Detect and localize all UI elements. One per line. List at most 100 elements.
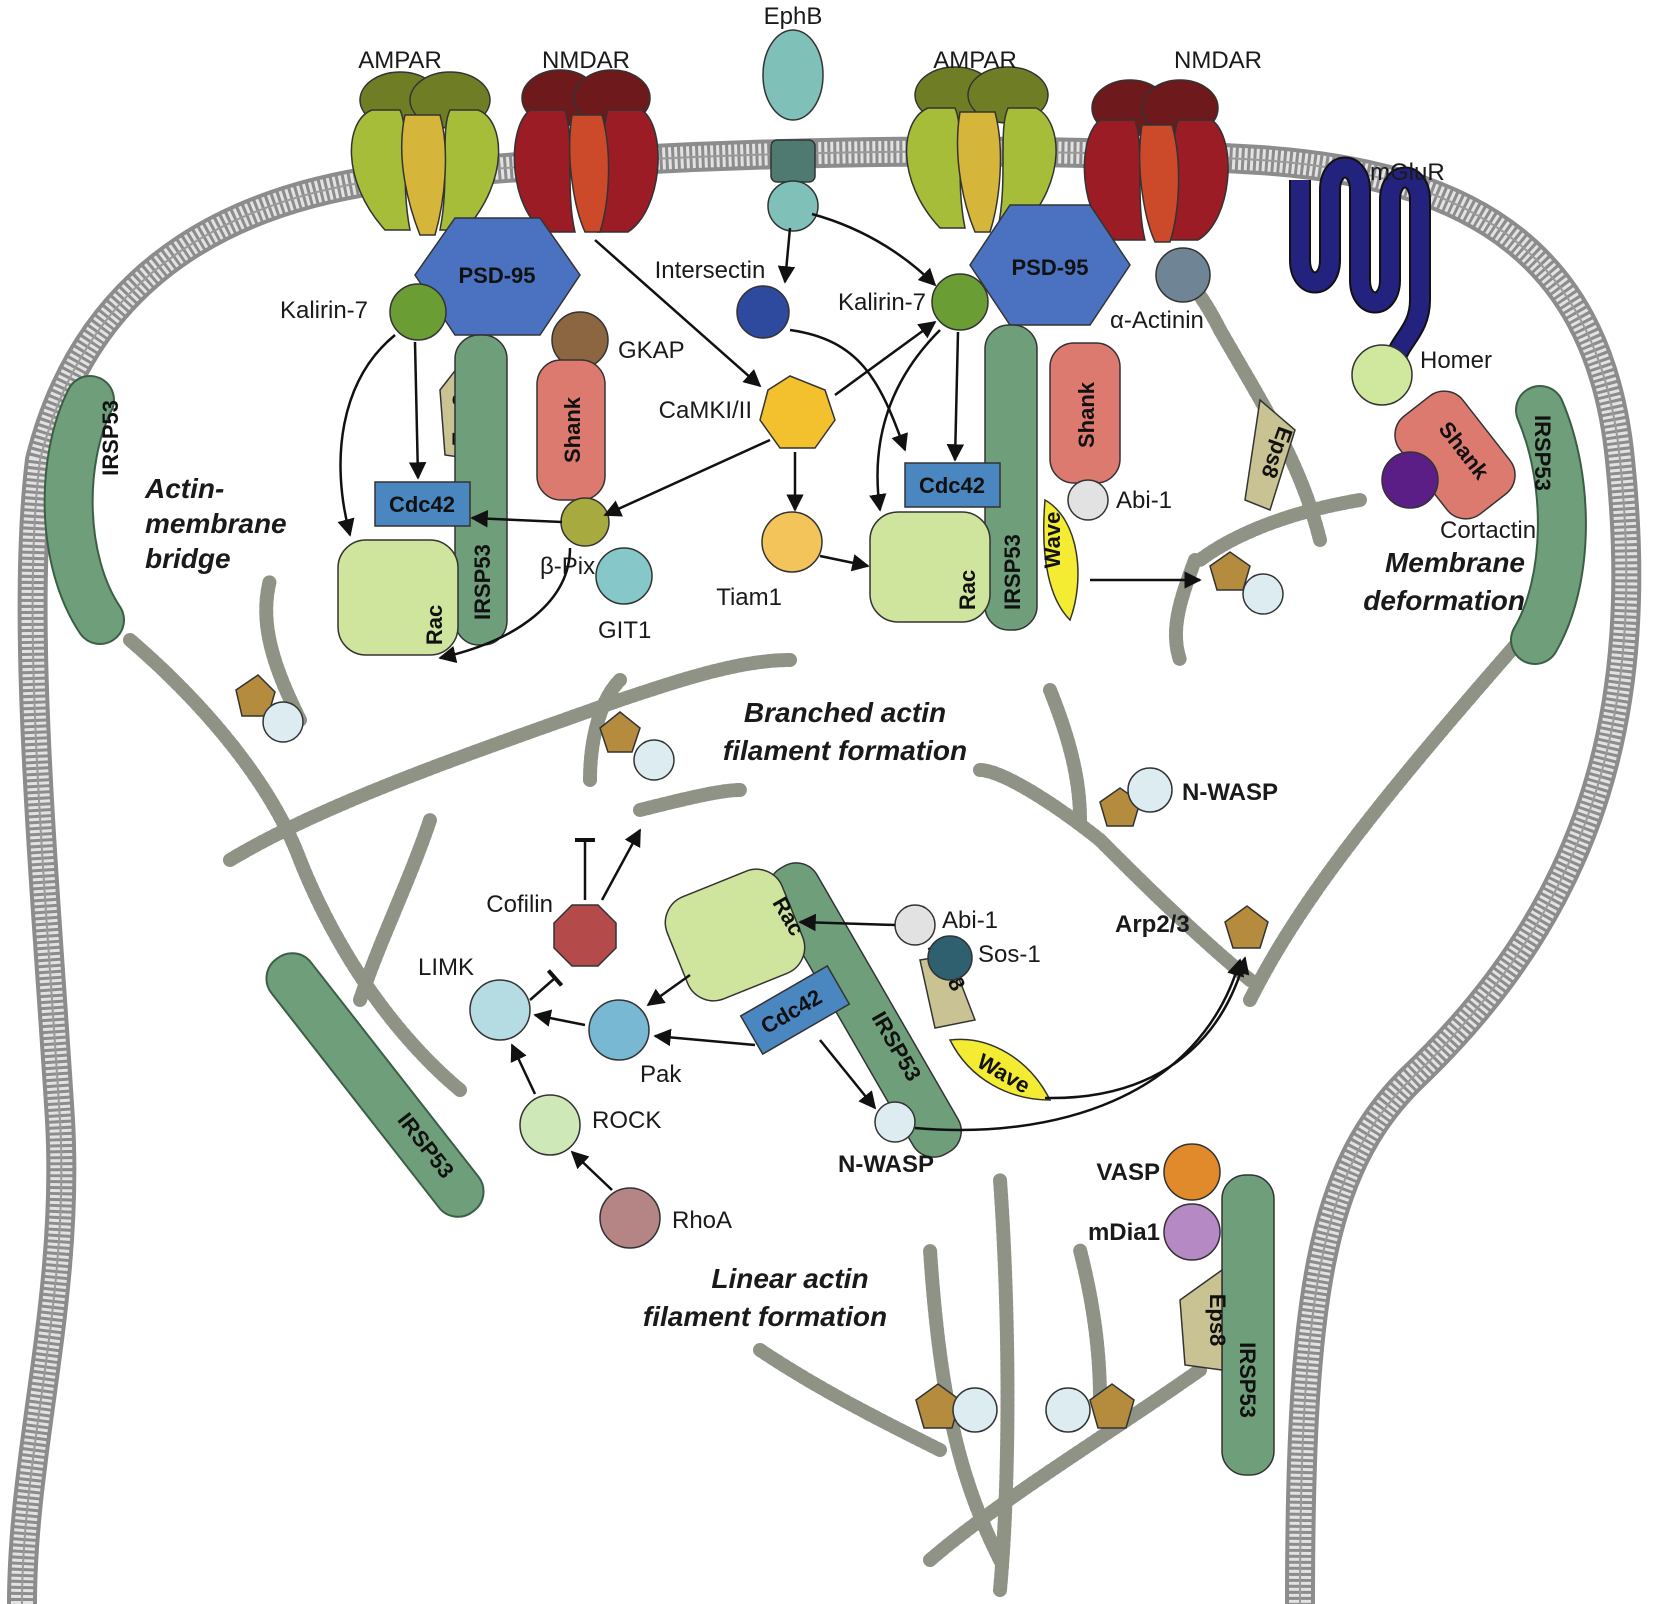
shank-label: Shank — [560, 396, 585, 463]
nwasp-label: N-WASP — [1182, 779, 1278, 806]
arrow — [789, 328, 908, 452]
psd95-label: PSD-95 — [1011, 255, 1088, 280]
shank-mglur: Shank — [1394, 390, 1516, 520]
gkap-label: GKAP — [618, 337, 685, 364]
nmdar-label: NMDAR — [542, 47, 630, 74]
intersectin-label: Intersectin — [655, 257, 766, 284]
eps8-label: Eps8 — [1205, 1294, 1230, 1347]
arp23-label: Arp2/3 — [1115, 911, 1190, 938]
homer-label: Homer — [1420, 347, 1492, 374]
shank-left: Shank — [536, 359, 606, 501]
kalirin7-label: Kalirin-7 — [838, 289, 926, 316]
cdc42-label: Cdc42 — [919, 473, 985, 498]
kalirin7-right: Kalirin-7 — [838, 273, 989, 331]
actin-filament — [1193, 493, 1367, 567]
irsp53-label: IRSP53 — [1235, 1342, 1260, 1418]
arrow — [798, 913, 896, 932]
arp23-nwasp-pair — [235, 674, 304, 743]
arrow — [653, 1028, 756, 1047]
psd95-label: PSD-95 — [458, 263, 535, 288]
irsp53-label: IRSP53 — [1530, 415, 1555, 491]
irsp53-right-bar: IRSP53 — [1510, 385, 1587, 665]
cdc42-right: Cdc42 — [904, 462, 1001, 508]
cortactin-label: Cortactin — [1440, 517, 1536, 544]
irsp53-left-rod: IRSP53 — [454, 334, 508, 646]
actin-filament — [753, 1343, 947, 1457]
actin-filament — [973, 763, 1257, 987]
mdia1-label: mDia1 — [1088, 1219, 1160, 1246]
ephb-label: EphB — [764, 3, 823, 30]
git1: GIT1 — [595, 547, 653, 644]
arrow — [510, 1043, 537, 1095]
rac-right: Rac — [869, 511, 991, 623]
nmdar-right: NMDAR — [1083, 47, 1262, 243]
actin-filament — [1073, 1243, 1107, 1407]
abi1-right: Abi-1 — [1067, 479, 1172, 521]
actin-filaments — [123, 253, 1527, 1597]
branched-actin-label: filament formation — [723, 735, 967, 766]
actin-filament — [923, 1363, 1207, 1567]
actin-filament — [633, 783, 747, 817]
arrow — [533, 1009, 586, 1027]
shank-right: Shank — [1049, 342, 1121, 484]
arrow — [946, 331, 965, 462]
rac-label: Rac — [422, 605, 447, 645]
rhoa-label: RhoA — [672, 1207, 732, 1234]
irsp53-lower-left-bar: IRSP53 — [265, 952, 485, 1218]
eps8-right: Eps8 — [1244, 398, 1298, 511]
arrow — [819, 554, 870, 572]
actinin: α-Actinin — [1110, 247, 1211, 334]
arrow — [594, 239, 762, 388]
nwasp-label: N-WASP — [838, 1151, 934, 1178]
abi1-center: Abi-1 — [894, 904, 998, 946]
arp23-nwasp-pair — [1209, 551, 1284, 615]
intersectin: Intersectin — [655, 257, 790, 339]
actin-filament — [583, 673, 627, 787]
linear-actin-label: filament formation — [643, 1301, 887, 1332]
wave-right: Wave — [1040, 498, 1079, 622]
irsp53-right-rod: IRSP53 — [984, 324, 1038, 631]
ampar-right: AMPAR — [905, 47, 1057, 233]
mdia1: mDia1 — [1088, 1203, 1221, 1261]
rock: ROCK — [519, 1094, 661, 1156]
tiam1: Tiam1 — [716, 511, 823, 611]
abi1-label: Abi-1 — [1116, 487, 1172, 514]
actin-filament — [1168, 553, 1202, 667]
branched-actin-label: Branched actin — [744, 697, 946, 728]
actin-membrane-bridge-label: Actin- — [144, 473, 224, 504]
arrow — [834, 320, 937, 397]
cortactin: Cortactin — [1381, 451, 1536, 544]
vasp: VASP — [1096, 1143, 1221, 1201]
cdc42-left: Cdc42 — [374, 481, 471, 527]
spine-membrane — [7, 136, 1642, 1604]
arrow — [646, 973, 691, 1007]
actin-filament — [1243, 633, 1527, 1007]
camk-label: CaMKI/II — [659, 397, 752, 424]
nwasp-center: N-WASP — [838, 1101, 934, 1178]
arrow — [1044, 956, 1250, 1100]
nmdar-left: NMDAR — [513, 47, 659, 233]
inhibition-arrow — [529, 969, 564, 1001]
actin-filament — [223, 653, 797, 867]
arrow — [337, 334, 396, 537]
pak-label: Pak — [640, 1061, 682, 1088]
arp23-nwasp-pair — [599, 711, 675, 781]
actin-membrane-bridge-label: membrane — [145, 508, 287, 539]
irsp53-label: IRSP53 — [1000, 534, 1025, 610]
cofilin-label: Cofilin — [486, 891, 553, 918]
linear-actin-label: Linear actin — [711, 1263, 868, 1294]
arrow — [914, 958, 1245, 1132]
ephb-receptor: EphB — [762, 3, 824, 232]
membrane-deformation-label: deformation — [1363, 585, 1525, 616]
arrow — [438, 547, 572, 664]
arp23-nwasp-pair: N-WASP — [1099, 767, 1278, 827]
signaling-arrows — [337, 212, 1250, 1191]
membrane-deformation-label: Membrane — [1385, 547, 1525, 578]
actin-filament — [1043, 683, 1087, 827]
wave-center: Wave — [948, 1038, 1052, 1101]
ampar-left: AMPAR — [350, 47, 500, 236]
nmdar-label: NMDAR — [1174, 47, 1262, 74]
actin-filament — [353, 813, 437, 1007]
